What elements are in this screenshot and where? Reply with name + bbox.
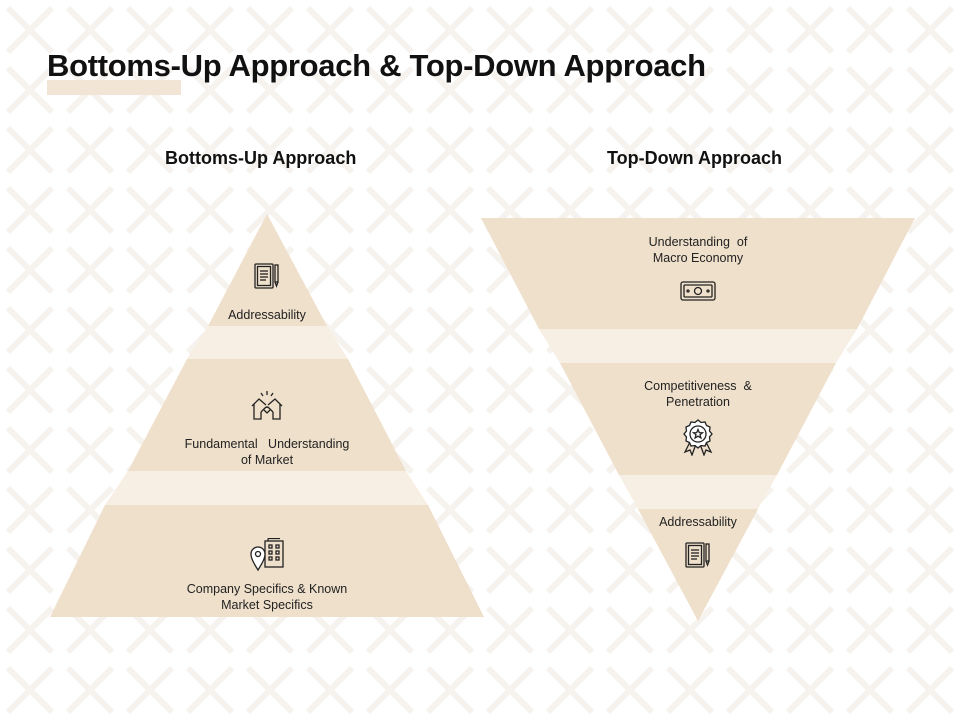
page-title: Bottoms-Up Approach & Top-Down Approach [47, 48, 706, 83]
banknote-icon [680, 280, 716, 302]
bottoms-up-connector-2 [105, 471, 428, 505]
top-down-level-1-label-line1: Understanding of [648, 235, 748, 249]
top-down-heading: Top-Down Approach [607, 148, 782, 168]
award-badge-icon [682, 418, 714, 456]
bottoms-up-level-2-label-line1: Fundamental Understanding [184, 437, 350, 451]
document-pen-icon [683, 540, 713, 570]
title-accent-bar [47, 80, 181, 95]
bottoms-up-level-top [208, 214, 327, 326]
bottoms-up-level-3-label-line1: Company Specifics & Known [186, 582, 348, 596]
bottoms-up-connector-1 [187, 326, 348, 359]
top-down-connector-2 [619, 475, 777, 509]
bottoms-up-heading: Bottoms-Up Approach [165, 148, 357, 168]
top-down-level-1-label-line2: Macro Economy [652, 251, 744, 265]
bottoms-up-level-bottom [50, 505, 484, 617]
top-down-level-top [481, 218, 915, 329]
top-down-level-2-label: Competitiveness & Penetration [598, 378, 798, 410]
top-down-level-2-label-line2: Penetration [666, 395, 730, 409]
bottoms-up-level-3-label: Company Specifics & Known Market Specifi… [167, 581, 367, 613]
top-down-level-middle [560, 363, 836, 475]
document-pen-icon [252, 261, 282, 291]
bottoms-up-level-2-label-line2: of Market [240, 453, 294, 467]
bottoms-up-level-2-label: Fundamental Understanding of Market [167, 436, 367, 468]
bottoms-up-level-middle [128, 359, 406, 471]
bottoms-up-level-3-label-line2: Market Specifics [221, 598, 313, 612]
top-down-connector-1 [539, 329, 857, 363]
location-building-icon [250, 538, 286, 572]
top-down-level-3-label: Addressability [659, 515, 737, 529]
top-down-level-2-label-line1: Competitiveness & [644, 379, 752, 393]
top-down-level-1-label: Understanding of Macro Economy [598, 234, 798, 266]
bottoms-up-level-1-label: Addressability [228, 308, 306, 322]
handshake-house-icon [250, 390, 284, 422]
